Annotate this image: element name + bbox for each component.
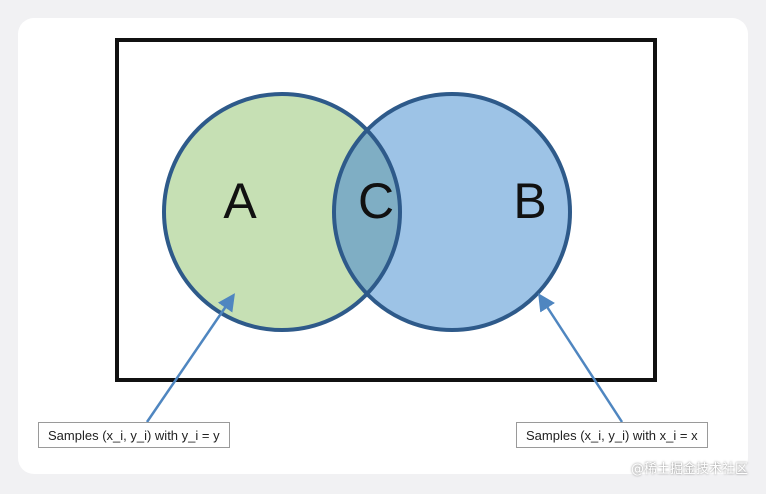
arrow-to-b bbox=[538, 293, 624, 423]
watermark: @稀土掘金技术社区 bbox=[630, 462, 748, 477]
circle-b-outline bbox=[332, 92, 572, 332]
region-c-label: C bbox=[358, 173, 394, 229]
circle-b bbox=[334, 94, 570, 330]
circle-a-outline bbox=[162, 92, 402, 332]
region-b-label: B bbox=[513, 173, 546, 229]
circle-a bbox=[164, 94, 400, 330]
arrow-to-a bbox=[145, 293, 235, 423]
region-a-label: A bbox=[223, 173, 257, 229]
caption-a: Samples (x_i, y_i) with y_i = y bbox=[38, 422, 230, 448]
outer-frame bbox=[115, 38, 657, 382]
caption-b: Samples (x_i, y_i) with x_i = x bbox=[516, 422, 708, 448]
